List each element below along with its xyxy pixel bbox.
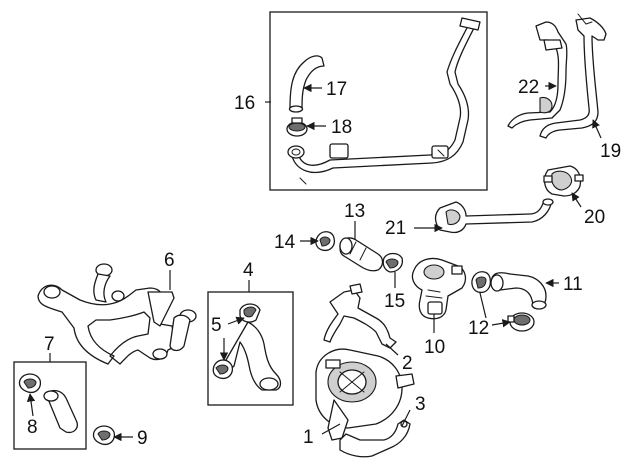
callout-11: 11 [563,274,583,295]
callout-16: 16 [234,93,255,114]
callout-19: 19 [600,141,621,162]
clamp-15 [382,252,404,273]
callout-12: 12 [468,318,489,339]
hose-17 [288,55,325,113]
callout-2: 2 [402,353,413,374]
callout-15: 15 [384,291,405,312]
clamp-18 [286,117,308,137]
hose-8 [43,389,78,434]
callout-18: 18 [331,117,352,138]
pipe-19 [539,13,607,139]
group-box-16 [269,11,488,191]
clamp-12a [471,271,492,294]
callout-3: 3 [415,394,426,415]
callout-7: 7 [44,334,55,355]
clamp-12b [507,312,535,332]
valve-20 [543,165,584,197]
pipe-assembly-16 [287,17,481,185]
callout-13: 13 [344,201,365,222]
callout-4: 4 [243,260,254,281]
clamp-14 [315,231,336,252]
clamp-5a [239,303,261,323]
pump-1 [315,348,415,441]
callout-6: 6 [164,250,175,271]
callout-14: 14 [274,232,296,253]
group-box-4 [207,291,294,406]
clamp-8 [18,373,42,394]
callout-21: 21 [385,218,406,239]
elbow-hose-11 [490,272,547,310]
bracket-2 [323,283,397,349]
callout-20: 20 [584,207,605,228]
callout-5: 5 [211,315,222,336]
callout-labels: 16 17 18 22 19 20 21 13 14 15 11 12 10 2… [27,77,621,449]
hose-13 [339,237,384,272]
clamp-5b [212,359,234,380]
hose-5 [224,321,282,391]
pipe-22 [507,21,568,129]
clamp-9 [92,425,116,446]
thermostat-housing-10 [411,257,467,320]
callout-9: 9 [137,428,148,449]
callout-1: 1 [303,427,314,448]
callout-22: 22 [518,77,539,98]
pipe-21 [434,198,554,234]
callout-8: 8 [27,417,38,438]
leader-lines [26,81,602,442]
callout-10: 10 [424,337,445,358]
pipe-assembly-6 [37,263,197,365]
callout-17: 17 [326,79,347,100]
